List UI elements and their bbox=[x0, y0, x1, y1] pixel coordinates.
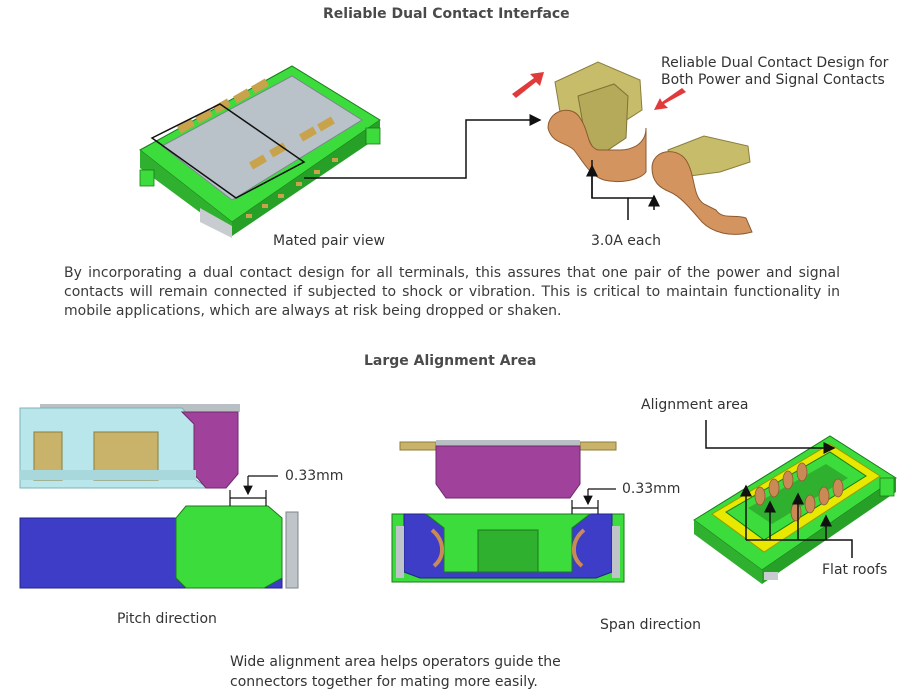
pitch-direction-label: Pitch direction bbox=[117, 611, 217, 627]
description-paragraph: By incorporating a dual contact design f… bbox=[64, 265, 840, 319]
pitch-direction-figure bbox=[19, 404, 299, 589]
mated-pair-label: Mated pair view bbox=[273, 233, 385, 249]
callout-line2: Both Power and Signal Contacts bbox=[661, 72, 885, 88]
caption-line1: Wide alignment area helps operators guid… bbox=[230, 654, 561, 670]
mated-pair-connector bbox=[139, 65, 542, 238]
flat-roofs-label: Flat roofs bbox=[822, 562, 888, 578]
current-label: 3.0A each bbox=[591, 233, 662, 249]
caption-line2: connectors together for mating more easi… bbox=[230, 674, 538, 690]
section1-title: Reliable Dual Contact Interface bbox=[323, 6, 570, 22]
section2-title: Large Alignment Area bbox=[364, 353, 537, 369]
pitch-dimension: 0.33mm bbox=[285, 468, 344, 484]
alignment-area-label: Alignment area bbox=[641, 397, 749, 413]
receptacle-iso-figure bbox=[693, 420, 897, 584]
dual-contact-pair bbox=[512, 61, 753, 235]
span-direction-label: Span direction bbox=[600, 617, 702, 633]
span-direction-figure bbox=[391, 440, 625, 583]
callout-line1: Reliable Dual Contact Design for bbox=[661, 55, 889, 71]
span-dimension: 0.33mm bbox=[622, 481, 681, 497]
